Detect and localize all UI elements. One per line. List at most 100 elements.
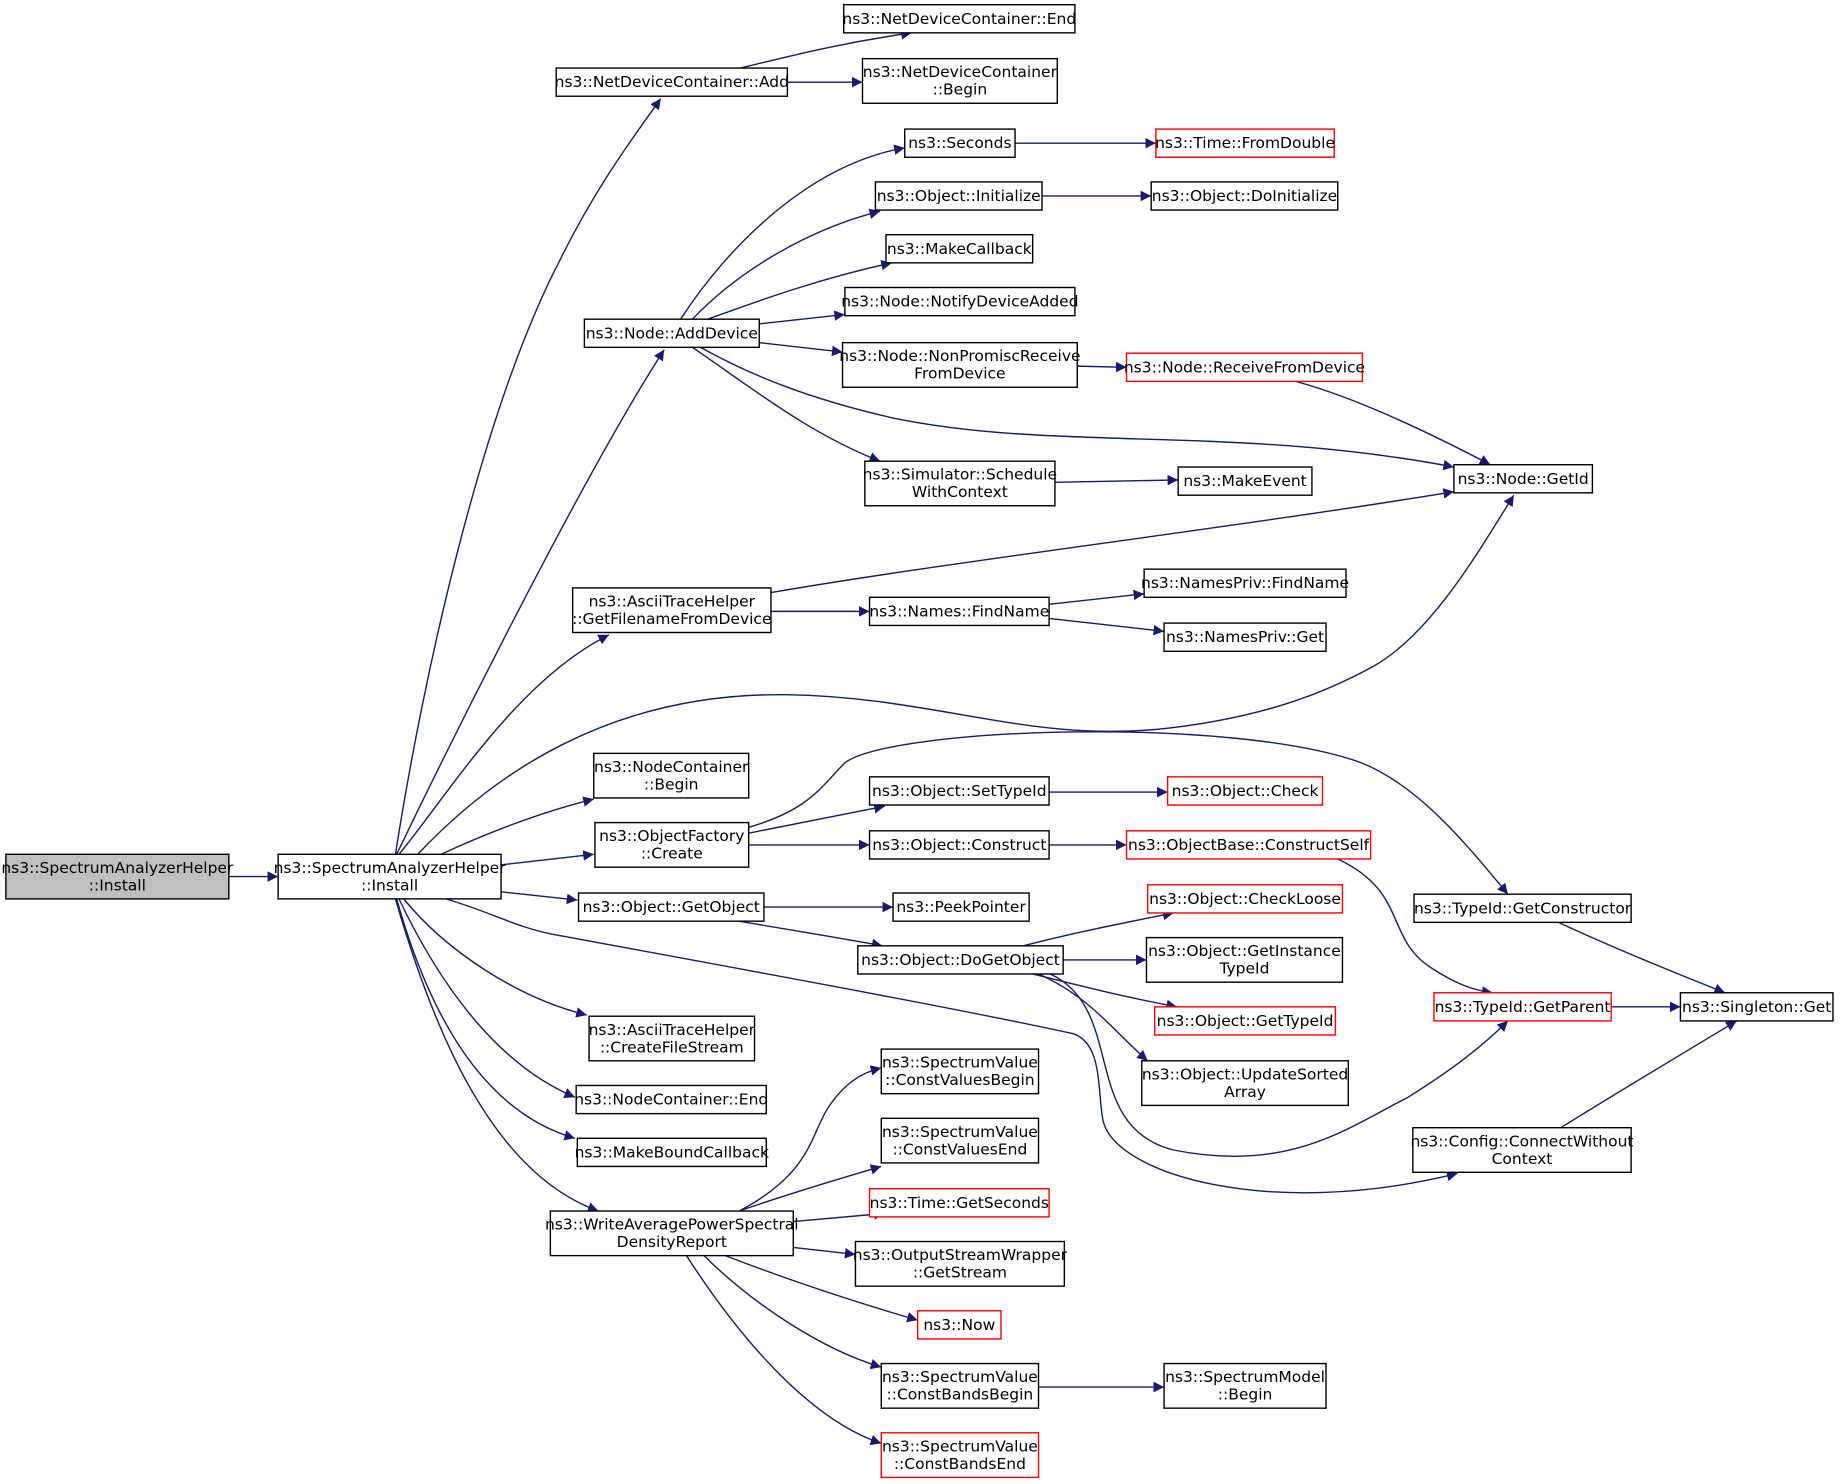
node-obj-doinit[interactable]: ns3::Object::DoInitialize [1150,181,1339,211]
edge-install2-to-writeavg [395,899,598,1213]
node-now[interactable]: ns3::Now [916,1310,1002,1340]
node-label-line: ns3::Object::UpdateSorted [1142,1065,1348,1083]
node-label-line: ns3::Object::DoGetObject [861,951,1060,969]
node-box [1125,830,1372,860]
node-names-find[interactable]: ns3::Names::FindName [868,596,1050,627]
node-seconds[interactable]: ns3::Seconds [904,128,1016,158]
node-node-recv[interactable]: ns3::Node::ReceiveFromDevice [1124,352,1365,383]
node-label-line: ns3::Object::GetInstance [1148,942,1341,960]
node-writeavg[interactable]: ns3::WriteAveragePowerSpectralDensityRep… [545,1210,799,1257]
node-node-adddevice[interactable]: ns3::Node::AddDevice [583,318,760,349]
node-box [594,821,750,868]
node-label-line: ns3::Seconds [908,134,1011,152]
node-namespriv-find[interactable]: ns3::NamesPriv::FindName [1141,568,1349,598]
node-box [868,776,1050,806]
node-nc-end[interactable]: ns3::NodeContainer::End [574,1084,768,1115]
node-box [577,892,765,922]
node-box [868,596,1050,627]
node-box [1145,936,1344,983]
node-makecallback[interactable]: ns3::MakeCallback [885,233,1034,264]
edge-node_adddevice-to-sim_sched [692,347,880,463]
edge-objfactory-to-typeid_getctor [749,732,1508,894]
node-peekpointer[interactable]: ns3::PeekPointer [892,892,1030,922]
node-obj-init[interactable]: ns3::Object::Initialize [874,181,1043,211]
edge-node_recv-to-node_getid [1296,381,1491,464]
node-label-line: ns3::SpectrumAnalyzerHelper [1,859,234,877]
node-nc-begin[interactable]: ns3::NodeContainer::Begin [593,752,750,799]
node-obj-check[interactable]: ns3::Object::Check [1166,776,1324,806]
node-makeboundcb[interactable]: ns3::MakeBoundCallback [575,1137,769,1168]
node-typeid-getparent[interactable]: ns3::TypeId::GetParent [1433,992,1612,1022]
node-label-line: ns3::MakeEvent [1183,472,1306,490]
node-time-getsec[interactable]: ns3::Time::GetSeconds [868,1188,1050,1218]
node-objbase-cs[interactable]: ns3::ObjectBase::ConstructSelf [1125,830,1372,860]
node-root[interactable]: ns3::SpectrumAnalyzerHelper::Install [1,853,234,900]
node-label-line: ns3::TypeId::GetConstructor [1414,899,1632,917]
node-box [549,1210,794,1257]
node-label-line: ::ConstBandsEnd [894,1455,1026,1473]
edge-obj_dogetobject-to-obj_updsorted [1039,974,1148,1061]
node-box [1155,128,1335,158]
node-obj-getobject[interactable]: ns3::Object::GetObject [577,892,765,922]
edge-obj_dogetobject-to-typeid_getparent [1050,974,1508,1156]
edge-install2-to-obj_getobject [501,892,577,905]
edge-writeavg-to-sv_cbend [686,1256,881,1446]
edge-ascii_getfn-to-node_getid [771,488,1454,593]
node-label-line: ns3::Object::GetObject [583,898,760,916]
node-node-getid[interactable]: ns3::Node::GetId [1453,463,1594,494]
node-box [1150,181,1339,211]
edge-install2-to-config_connect [446,899,1458,1193]
node-label-line: ::Install [89,876,146,894]
node-label-line: ns3::AsciiTraceHelper [589,1021,756,1039]
node-obj-checkloose[interactable]: ns3::Object::CheckLoose [1146,884,1344,914]
node-obj-construct[interactable]: ns3::Object::Construct [868,830,1050,860]
node-box [593,752,750,799]
node-obj-settypeid[interactable]: ns3::Object::SetTypeId [868,776,1050,806]
node-objfactory[interactable]: ns3::ObjectFactory::Create [594,821,750,868]
edge-ndc_add-to-ndc_end [740,29,911,68]
node-box [916,1310,1002,1340]
node-label-line: ::Install [361,876,418,894]
node-sm-begin[interactable]: ns3::SpectrumModel::Begin [1163,1362,1327,1409]
node-box [5,853,230,900]
node-singleton-get[interactable]: ns3::Singleton::Get [1679,992,1834,1022]
edge-objbase_cs-to-typeid_getparent [1338,859,1493,997]
node-label-line: ns3::Node::NotifyDeviceAdded [841,293,1078,311]
node-label-line: ns3::SpectrumValue [882,1368,1038,1386]
node-ascii-getfn[interactable]: ns3::AsciiTraceHelper::GetFilenameFromDe… [571,587,772,634]
node-sv-cbend[interactable]: ns3::SpectrumValue::ConstBandsEnd [880,1432,1040,1479]
node-label-line: ::CreateFileStream [600,1038,744,1056]
node-box [1163,622,1327,652]
node-box [880,1362,1040,1409]
node-label-line: ns3::Node::AddDevice [586,324,758,342]
node-sv-cvbegin[interactable]: ns3::SpectrumValue::ConstValuesBegin [880,1048,1040,1095]
node-ascii-createfs[interactable]: ns3::AsciiTraceHelper::CreateFileStream [588,1015,756,1062]
nodes-layer: ns3::SpectrumAnalyzerHelper::Installns3:… [1,3,1834,1479]
node-install2[interactable]: ns3::SpectrumAnalyzerHelper::Install [274,853,507,900]
node-obj-gettypeid[interactable]: ns3::Object::GetTypeId [1153,1006,1337,1036]
node-ndc-end[interactable]: ns3::NetDeviceContainer::End [842,3,1076,34]
edge-names_find-to-namespriv_get [1049,618,1164,636]
node-ndc-add[interactable]: ns3::NetDeviceContainer::Add [555,67,789,97]
edge-node_adddevice-to-obj_init [692,208,880,319]
node-namespriv-get[interactable]: ns3::NamesPriv::Get [1163,622,1327,652]
node-sv-cbbegin[interactable]: ns3::SpectrumValue::ConstBandsBegin [880,1362,1040,1409]
node-osw-getstream[interactable]: ns3::OutputStreamWrapper::GetStream [853,1240,1068,1287]
node-ndc-begin[interactable]: ns3::NetDeviceContainer::Begin [861,57,1058,104]
node-label-line: ns3::Object::DoInitialize [1152,187,1337,205]
node-typeid-getctor[interactable]: ns3::TypeId::GetConstructor [1413,893,1632,924]
node-label-line: ns3::Object::SetTypeId [872,782,1047,800]
node-box [868,830,1050,860]
node-obj-dogetobject[interactable]: ns3::Object::DoGetObject [857,945,1064,975]
node-fromdouble[interactable]: ns3::Time::FromDouble [1155,128,1335,158]
node-makeevent[interactable]: ns3::MakeEvent [1177,466,1313,496]
node-sv-cvend[interactable]: ns3::SpectrumValue::ConstValuesEnd [880,1117,1040,1164]
node-node-notify[interactable]: ns3::Node::NotifyDeviceAdded [841,286,1079,317]
node-label-line: ns3::Object::Check [1172,782,1319,800]
